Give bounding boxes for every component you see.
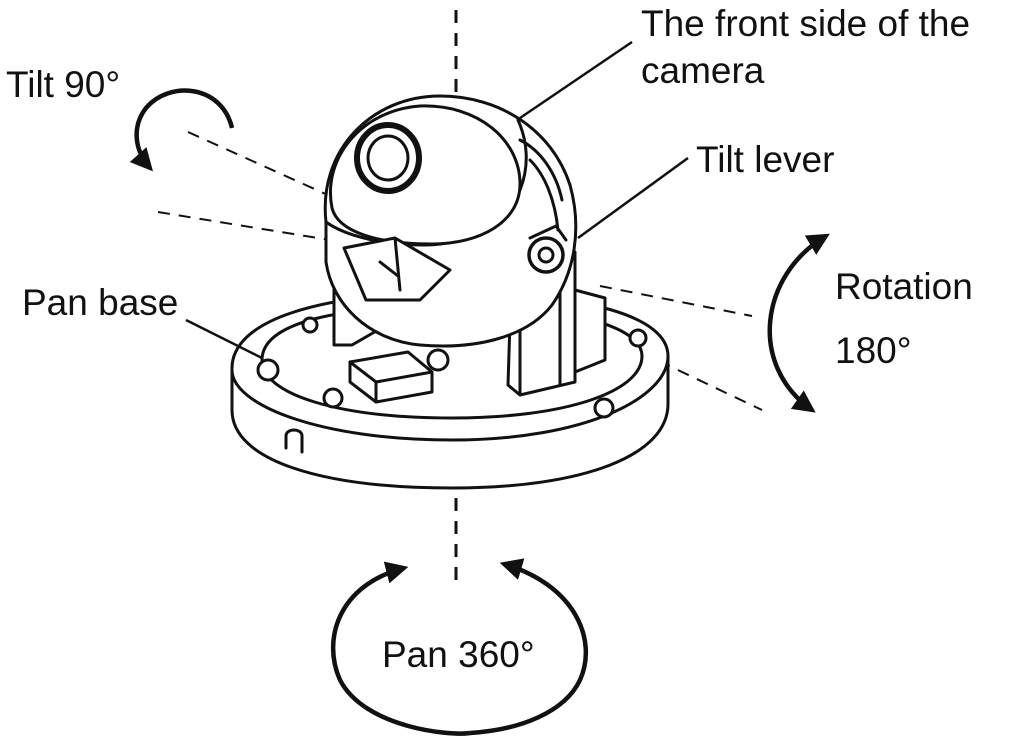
pan-base-notch: [284, 428, 304, 454]
leader-tilt-lever: [577, 156, 689, 240]
screw-hole: [628, 328, 648, 348]
label-tilt-lever: Tilt lever: [696, 139, 835, 180]
camera-illustration: [230, 94, 670, 490]
pan-arrow-right: [469, 558, 589, 736]
screw-hole: [301, 316, 319, 334]
label-rotation-degrees: 180°: [835, 330, 912, 371]
label-front-side: The front side of the: [641, 3, 971, 44]
screw-hole: [426, 348, 450, 372]
tilt-axis-line-upper: [187, 131, 331, 197]
screw-hole: [256, 358, 280, 382]
lens-inner: [366, 134, 410, 182]
label-rotation: Rotation: [835, 266, 973, 307]
rotation-arrow: [767, 233, 830, 413]
label-tilt: Tilt 90°: [6, 64, 121, 105]
pan-base-top-rim: [230, 354, 670, 442]
label-front-side-camera: camera: [641, 50, 765, 91]
leader-front-side: [519, 40, 633, 120]
tilt-lever-center: [537, 246, 555, 264]
leader-pan-base: [185, 318, 263, 360]
pan-arrow-left: [331, 561, 471, 736]
tilt-arrow: [129, 88, 235, 172]
screw-hole: [593, 397, 615, 419]
label-pan-base: Pan base: [22, 282, 179, 323]
screw-hole: [322, 387, 344, 409]
connector-block: [348, 350, 434, 404]
bracket-right-tab: [573, 288, 607, 374]
rotation-axis-line-upper: [599, 285, 753, 317]
tilt-axis-line-lower: [157, 211, 331, 241]
label-pan: Pan 360°: [382, 634, 535, 675]
